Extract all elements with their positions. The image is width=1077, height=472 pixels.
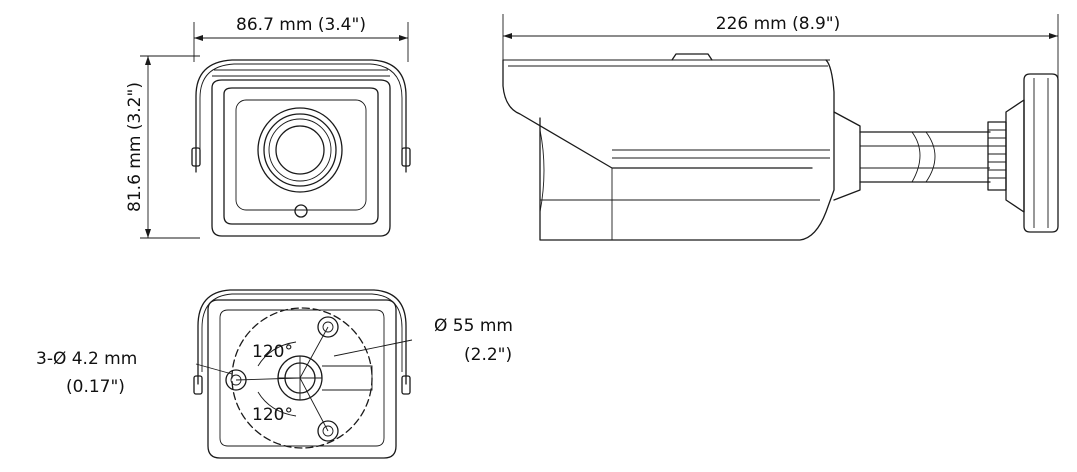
front-width-label: 86.7 mm (3.4") (236, 15, 366, 35)
mount-sunshield-outline (197, 289, 407, 385)
front-height-dimension: 81.6 mm (3.2") (125, 55, 200, 239)
threaded-ring (987, 121, 1007, 191)
side-view: 226 mm (8.9") (502, 14, 1059, 241)
angle-arc-bottom (257, 391, 297, 417)
side-length-label: 226 mm (8.9") (716, 14, 841, 34)
side-length-dimension: 226 mm (8.9") (502, 14, 1059, 78)
mount-body-outline (207, 299, 397, 459)
front-sunshield-outline (195, 59, 407, 173)
mounting-arm (859, 131, 991, 183)
ir-sensor-icon (294, 204, 308, 218)
hole-size-inch-label: (0.17") (66, 377, 125, 397)
mount-view: 120° 120° 3-Ø 4.2 mm (0.17") Ø 55 mm (2.… (36, 289, 513, 459)
hole-leader-line (195, 363, 233, 375)
angle-bottom-label: 120° (252, 405, 293, 425)
angle-arc-top (257, 341, 297, 367)
front-width-dimension: 86.7 mm (3.4") (193, 15, 409, 62)
angle-top-label: 120° (252, 342, 293, 362)
screw-hole-icon (317, 420, 339, 442)
side-housing-outline (539, 59, 835, 241)
hole-size-label: 3-Ø 4.2 mm (36, 349, 137, 369)
front-view: 86.7 mm (3.4") 81.6 mm (3.2") (125, 15, 411, 239)
circle-size-inch-label: (2.2") (464, 345, 512, 365)
circle-leader-line (333, 339, 413, 357)
front-body-outline (211, 79, 391, 237)
screw-hole-icon (317, 316, 339, 338)
front-faceplate (223, 87, 379, 225)
circle-size-label: Ø 55 mm (434, 316, 513, 336)
wall-plate (1023, 73, 1059, 233)
side-sunshield-outline (502, 59, 813, 169)
front-height-label: 81.6 mm (3.2") (125, 82, 145, 212)
lens-icon (257, 107, 343, 193)
